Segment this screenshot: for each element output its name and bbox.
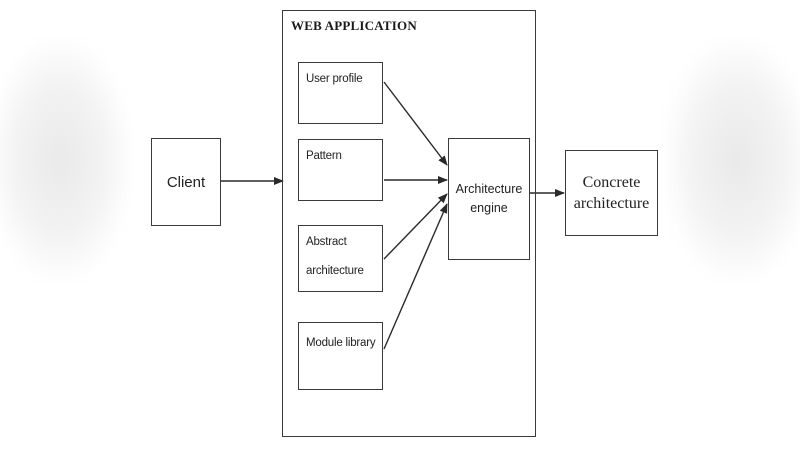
concrete-line2: architecture — [573, 195, 650, 212]
module-library: Module library — [298, 322, 383, 390]
architecture-engine-box: Architecture engine — [448, 138, 530, 260]
left-blur-panel — [0, 40, 130, 280]
module-abstract-architecture: Abstract architecture — [298, 225, 383, 292]
module-abstract-line1: Abstract — [306, 236, 347, 248]
right-blur-panel — [665, 40, 800, 280]
module-abstract-architecture-label: Abstract architecture — [306, 232, 364, 282]
web-application-title: WEB APPLICATION — [291, 18, 417, 33]
engine-line2: engine — [470, 201, 508, 215]
arrow-user-profile-to-engine — [383, 81, 448, 166]
concrete-line1: Concrete — [582, 174, 641, 191]
module-abstract-line2: architecture — [306, 265, 364, 277]
module-user-profile: User profile — [298, 62, 383, 124]
engine-line1: Architecture — [455, 182, 523, 196]
client-box: Client — [151, 138, 221, 226]
arrow-abstract-to-engine — [383, 193, 448, 260]
module-library-label: Module library — [306, 337, 376, 349]
concrete-architecture-box: Concrete architecture — [565, 150, 658, 236]
client-label: Client — [166, 173, 206, 191]
arrow-module-library-to-engine — [383, 203, 448, 350]
module-pattern-label: Pattern — [306, 150, 342, 162]
architecture-engine-label: Architecture engine — [456, 180, 523, 218]
web-application-container: WEB APPLICATION — [282, 10, 536, 437]
module-pattern: Pattern — [298, 139, 383, 201]
module-user-profile-label: User profile — [306, 73, 363, 85]
concrete-architecture-label: Concrete architecture — [574, 172, 650, 214]
